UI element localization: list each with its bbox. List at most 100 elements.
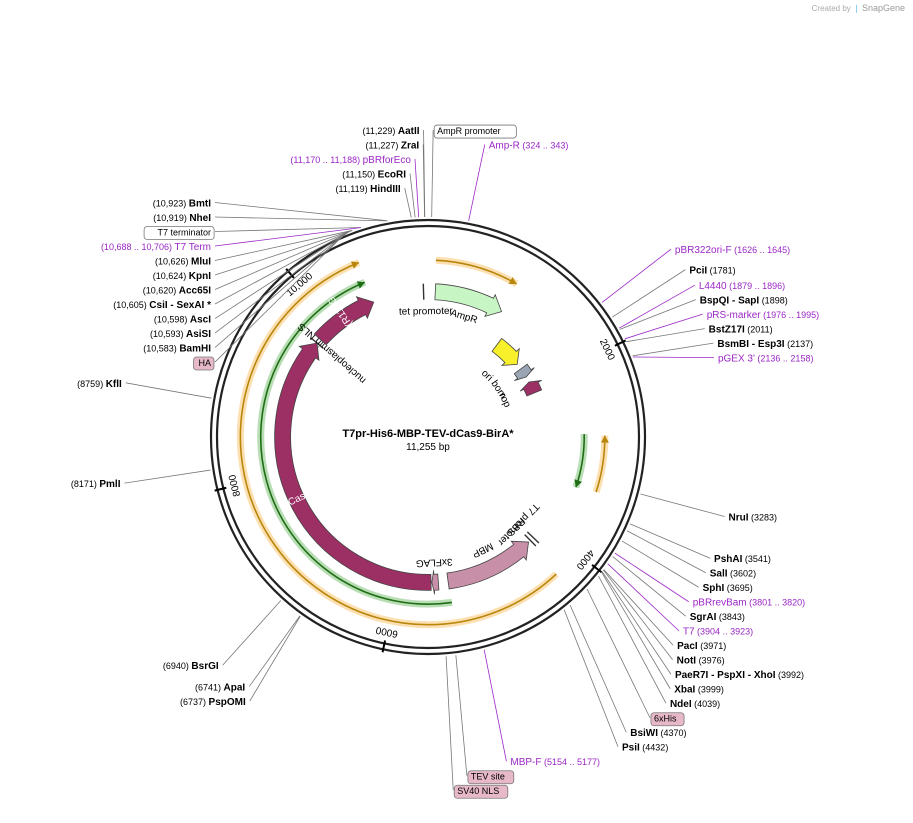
site-prs-marker[interactable]: pRS-marker (1976 .. 1995) [624, 310, 819, 340]
site-name: BsmBI - Esp3I [717, 339, 784, 350]
site-pmli[interactable]: (8171) PmlI [71, 469, 211, 490]
feature-rop[interactable]: rop [496, 380, 543, 410]
site-paci[interactable]: PacI (3971) [603, 569, 727, 652]
site-nrui[interactable]: NruI (3283) [640, 493, 777, 524]
site-leader-line [586, 588, 651, 718]
site-bamhi[interactable]: (10,583) BamHI [143, 231, 348, 355]
site-pspomi[interactable]: (6737) PspOMI [180, 615, 301, 708]
backbone-inner-ring [215, 224, 641, 650]
site-name: BamHI [179, 344, 211, 355]
site-leader-line [621, 540, 699, 588]
site-label: (10,624) KpnI [153, 271, 211, 282]
site-leader-line [483, 649, 507, 762]
site-position: (3999) [695, 685, 724, 695]
tick-label-8000: 8000 [227, 473, 243, 498]
orf-arc-0[interactable] [435, 259, 518, 285]
site-hindiii[interactable]: (11,119) HindIII [335, 184, 412, 218]
orf-arc-4[interactable] [259, 281, 453, 605]
site-pbr322ori-f[interactable]: pBR322ori-F (1626 .. 1645) [601, 245, 790, 303]
site-apai[interactable]: (6741) ApaI [195, 615, 301, 694]
site-leader-line [214, 227, 361, 247]
site-acc65i[interactable]: (10,620) Acc65I [143, 230, 352, 297]
site-label: (8171) PmlI [71, 479, 121, 490]
site-nhei[interactable]: (10,919) NheI [153, 213, 387, 224]
site-name: T7 [683, 627, 695, 638]
feature-arrow [274, 342, 432, 591]
site-position: (10,919) [153, 213, 189, 223]
site-paer7i-pspxi-xhoi[interactable]: PaeR7I - PspXI - XhoI (3992) [601, 571, 804, 681]
site-bsiwi[interactable]: BsiWI (4370) [569, 604, 687, 739]
site-label: XbaI (3999) [674, 685, 724, 696]
site-label: (6940) BsrGI [163, 661, 219, 672]
site-label: (10,583) BamHI [143, 344, 211, 355]
feature-mbp[interactable]: MBP [446, 540, 529, 590]
site-zrai[interactable]: (11,227) ZraI [365, 141, 425, 218]
site-ecori[interactable]: (11,150) EcoRI [342, 170, 416, 218]
feature-bira-r118g[interactable]: BirA(R118G) [313, 291, 375, 346]
site-pbrforeco[interactable]: (11,170 .. 11,188) pBRforEco [290, 155, 420, 218]
orf-arrowhead-0 [508, 276, 517, 284]
site-ndei[interactable]: NdeI (4039) [598, 575, 721, 710]
site-kfli[interactable]: (8759) KflI [77, 379, 212, 399]
site-sali[interactable]: SalI (3602) [626, 530, 756, 580]
site-sgrai[interactable]: SgrAI (3843) [612, 556, 745, 624]
site-t7[interactable]: T7 (3904 .. 3923) [607, 563, 753, 638]
feature-3xflag[interactable]: 3xFLAG [415, 556, 453, 595]
site-leader-line [214, 232, 347, 363]
site-t7-term[interactable]: (10,688 .. 10,706) T7 Term [101, 227, 361, 253]
feature-dcas9[interactable]: dCas9 [274, 342, 432, 591]
site-sv40-nls[interactable]: SV40 NLS [445, 656, 509, 799]
site-position: (10,923) [153, 199, 189, 209]
credit-prefix: Created by [811, 4, 851, 13]
site-label: (11,170 .. 11,188) pBRforEco [290, 155, 411, 166]
site-label: (10,919) NheI [153, 213, 211, 224]
site-name: pRS-marker [707, 310, 762, 321]
site-bsmbi-esp3i[interactable]: BsmBI - Esp3I (2137) [632, 339, 813, 357]
site-csii-sexai[interactable]: (10,605) CsiI - SexAI * [113, 230, 351, 311]
site-t7-terminator[interactable]: T7 terminator [143, 226, 361, 240]
site-leader-line [607, 563, 680, 632]
site-ampr-promoter[interactable]: AmpR promoter [431, 124, 517, 218]
site-bsrgi[interactable]: (6940) BsrGI [163, 600, 282, 673]
feature-ori[interactable]: ori [479, 337, 520, 384]
feature-arrow [434, 283, 503, 318]
feature-tet-promoter[interactable]: tet promoter [399, 283, 454, 318]
site-name: Amp-R [489, 141, 520, 152]
site-bspqi-sapi[interactable]: BspQI - SapI (1898) [619, 296, 788, 330]
site-leader-line [214, 231, 350, 319]
site-asci[interactable]: (10,598) AscI [154, 231, 350, 326]
tick-label-6000: 6000 [374, 624, 398, 639]
site-6xhis[interactable]: 6xHis [586, 588, 685, 727]
orf-arc-2[interactable] [239, 261, 557, 626]
site-kpni[interactable]: (10,624) KpnI [153, 230, 353, 283]
site-ha[interactable]: HA [193, 232, 347, 371]
feature-arrow [513, 363, 535, 382]
site-tev-site[interactable]: TEV site [455, 655, 515, 785]
feature-arrow [313, 296, 375, 346]
site-pbrrevbam[interactable]: pBRrevBam (3801 .. 3820) [614, 552, 805, 609]
site-position: (5154 .. 5177) [541, 757, 600, 767]
site-asisi[interactable]: (10,593) AsiSI [150, 231, 349, 340]
site-name: BsiWI [630, 728, 658, 739]
site-psii[interactable]: PsiI (4432) [563, 609, 668, 754]
site-bmti[interactable]: (10,923) BmtI [153, 199, 388, 222]
site-label: pRS-marker (1976 .. 1995) [707, 310, 819, 321]
site-pshai[interactable]: PshAI (3541) [629, 523, 771, 565]
site-name: MBP-F [510, 757, 541, 768]
site-xbai[interactable]: XbaI (3999) [601, 571, 724, 696]
site-label-box [453, 784, 509, 799]
site-amp-r[interactable]: Amp-R (324 .. 343) [468, 141, 569, 221]
site-l4440[interactable]: L4440 (1879 .. 1896) [619, 281, 785, 329]
site-noti[interactable]: NotI (3976) [602, 569, 725, 667]
site-mbp-f[interactable]: MBP-F (5154 .. 5177) [483, 649, 600, 769]
site-sphi[interactable]: SphI (3695) [621, 540, 753, 594]
feature-label: MBP [470, 540, 495, 559]
site-leader-line [214, 230, 351, 305]
site-pcii[interactable]: PciI (1781) [612, 266, 736, 318]
site-position: (6940) [163, 661, 192, 671]
site-mlui[interactable]: (10,626) MluI [155, 230, 353, 268]
site-name: BsrGI [191, 661, 218, 672]
tick-8000 [214, 486, 227, 492]
site-pgex-3[interactable]: pGEX 3' (2136 .. 2158) [632, 354, 814, 365]
site-bstz17i[interactable]: BstZ17I (2011) [626, 325, 773, 343]
